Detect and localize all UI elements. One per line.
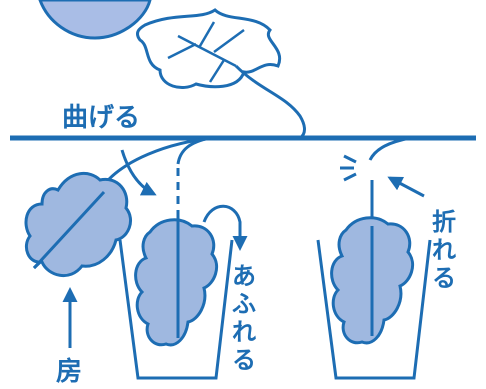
shoot-middle bbox=[176, 136, 211, 165]
grape-cluster-left bbox=[24, 171, 132, 277]
cluster-label: 房 bbox=[56, 357, 82, 387]
svg-text:あ: あ bbox=[232, 262, 256, 290]
svg-text:れ: れ bbox=[432, 236, 456, 264]
grape-cluster-middle bbox=[134, 214, 218, 347]
cup-right bbox=[316, 239, 432, 380]
overflow-arrow bbox=[202, 204, 248, 251]
sun-shape bbox=[38, 0, 152, 40]
leaf-icon bbox=[136, 8, 306, 140]
bend-arrow bbox=[120, 149, 157, 196]
cup-middle bbox=[118, 239, 234, 380]
svg-text:折: 折 bbox=[432, 208, 456, 236]
bend-label: 曲げる bbox=[62, 103, 140, 133]
svg-text:る: る bbox=[432, 264, 456, 292]
grape-cluster-right bbox=[330, 216, 414, 345]
break-arrow bbox=[387, 176, 425, 198]
break-burst-icon bbox=[340, 154, 357, 182]
break-label: 折 れ る bbox=[432, 208, 456, 292]
shoot-right-upper bbox=[368, 136, 411, 161]
svg-text:る: る bbox=[232, 346, 256, 374]
overflow-label: あ ふ れ る bbox=[232, 262, 256, 374]
svg-text:れ: れ bbox=[232, 318, 256, 346]
svg-text:ふ: ふ bbox=[232, 290, 256, 318]
